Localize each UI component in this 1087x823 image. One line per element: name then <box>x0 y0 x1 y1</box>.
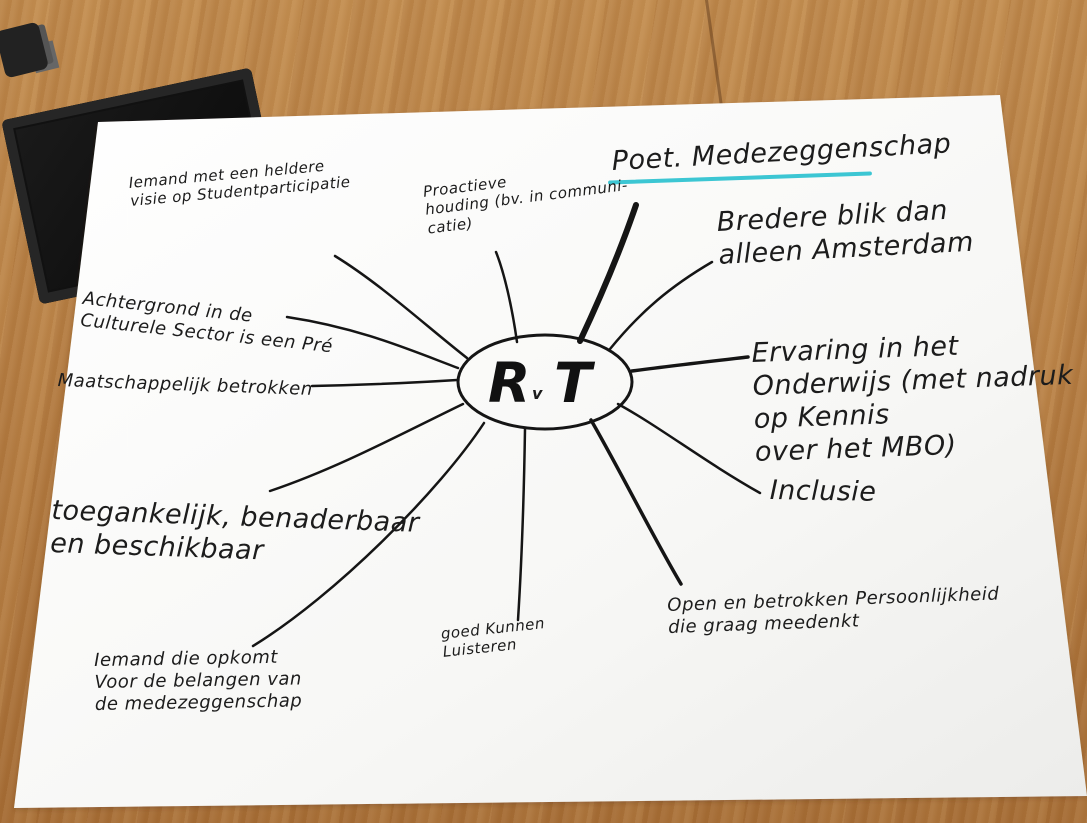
note-toegankelijk: toegankelijk, benaderbaar en beschikbaar <box>49 495 420 567</box>
center-title-t: T <box>554 351 592 415</box>
note-inclusie: Inclusie <box>769 475 877 508</box>
note-bredere-blik: Bredere blik dan alleen Amsterdam <box>716 194 975 271</box>
center-title-v: v <box>532 384 543 403</box>
note-ervaring: Ervaring in het Onderwijs (met nadruk op… <box>751 330 1074 468</box>
note-opkomt: Iemand die opkomt Voor de belangen van d… <box>94 646 303 715</box>
center-title-r: R <box>488 351 531 415</box>
